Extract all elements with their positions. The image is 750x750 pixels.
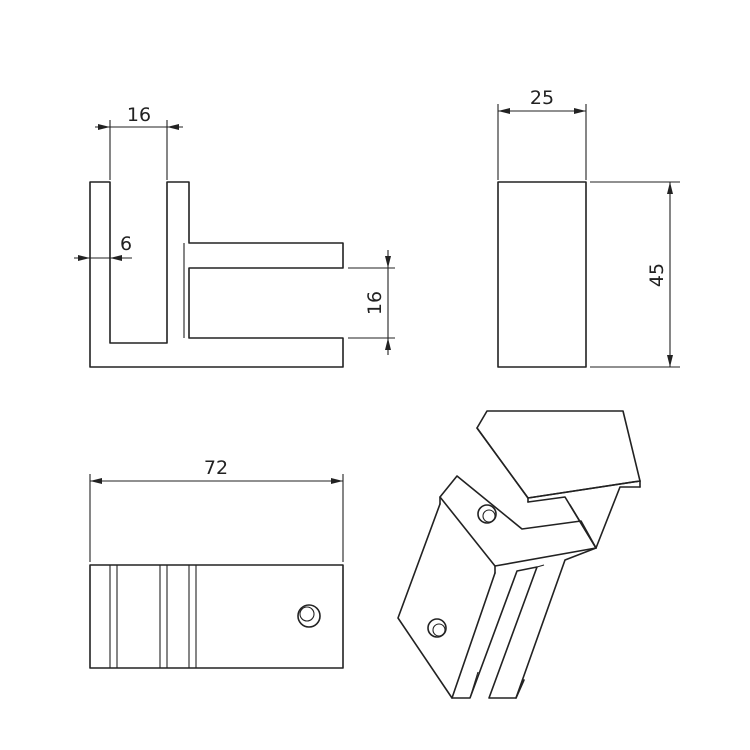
- dim-bottom-length: 72: [89, 457, 344, 562]
- dim-front-slot: 16: [348, 250, 395, 355]
- dim-side-width-label: 25: [530, 87, 554, 109]
- dim-side-height: 45: [590, 181, 680, 368]
- dim-front-wall: 6: [74, 233, 132, 261]
- dim-side-width: 25: [497, 87, 587, 180]
- dim-front-wall-label: 6: [120, 233, 132, 255]
- dim-side-height-label: 45: [646, 263, 668, 287]
- isometric-view: [397, 410, 641, 699]
- dim-bottom-length-label: 72: [204, 457, 228, 479]
- bottom-view-hole: [297, 604, 321, 628]
- front-view-outline: [89, 181, 344, 368]
- dim-front-width-label: 16: [127, 104, 151, 126]
- side-view: 25 45: [497, 87, 680, 368]
- front-view: 16 6 16: [74, 104, 395, 368]
- dim-front-slot-label: 16: [364, 291, 386, 315]
- bottom-view-outline: [89, 564, 344, 669]
- dim-front-width: 16: [95, 104, 183, 180]
- bottom-view: 72: [89, 457, 344, 669]
- side-view-outline: [497, 181, 587, 368]
